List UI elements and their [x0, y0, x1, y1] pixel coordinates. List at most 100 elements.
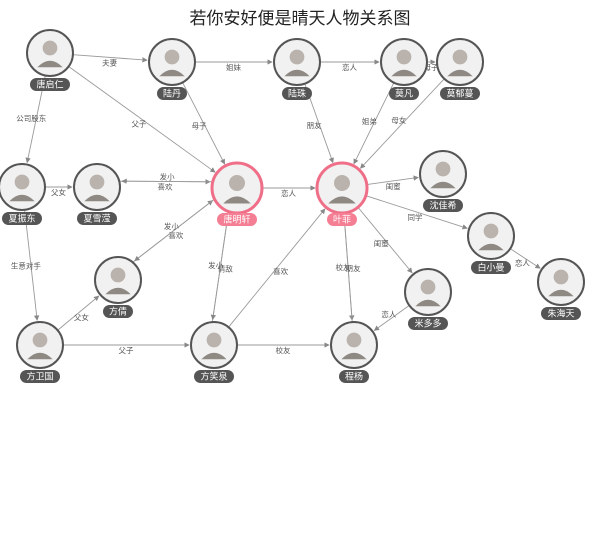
- name-badge: [77, 212, 117, 225]
- name-label: 唐明轩: [223, 214, 250, 226]
- edge-label: 同学: [407, 212, 422, 222]
- name-label: 陆丹: [163, 88, 181, 100]
- edge-label: 校友: [276, 345, 291, 355]
- node-fangxh[interactable]: 方笑泉: [190, 321, 238, 383]
- person-icon: [229, 175, 245, 191]
- node-yefei[interactable]: 叶菲: [315, 161, 369, 226]
- edge-tangmx-xiaxw: [121, 178, 213, 184]
- edge-label: 公司股东: [16, 113, 46, 123]
- person-icon: [164, 49, 180, 65]
- edge-fangwg-fangq: [57, 295, 100, 331]
- node-shen[interactable]: 沈佳希: [419, 150, 467, 212]
- node-xiaxw[interactable]: 夏雪滢: [73, 163, 121, 225]
- name-label: 莫凡: [395, 88, 413, 100]
- person-icon: [334, 175, 350, 191]
- name-label: 米多多: [414, 318, 441, 330]
- person-body-icon: [447, 69, 473, 77]
- name-badge: [423, 199, 463, 212]
- edge-label: 闺蜜: [374, 238, 389, 248]
- edge-lu-tangmx: [182, 82, 226, 165]
- person-body-icon: [391, 69, 417, 77]
- edge-xia-fangwg: [24, 209, 40, 321]
- name-label: 方倩: [109, 306, 127, 318]
- edge-label: 父女: [74, 312, 89, 322]
- edges-layer: 夫妻父子公司股东姐妹母子恋人朋友母子姐弟母女父女生意对手喜欢发小恋人闺蜜同学闺蜜…: [11, 54, 541, 355]
- edge-label: 父女: [51, 187, 66, 197]
- edge-label: 恋人: [281, 188, 296, 198]
- person-icon: [346, 332, 362, 348]
- name-badge: [471, 261, 511, 274]
- person-body-icon: [341, 352, 367, 360]
- person-body-icon: [548, 289, 574, 297]
- edge-label: 生意对手: [11, 261, 41, 271]
- node-bai[interactable]: 白小曼: [467, 212, 515, 274]
- name-badge: [103, 305, 133, 318]
- edge-tangmx-fangxh: [210, 211, 229, 321]
- person-body-icon: [415, 299, 441, 307]
- person-body-icon: [37, 60, 63, 68]
- edge-label: 发小: [208, 260, 223, 270]
- name-label: 夏振东: [8, 213, 35, 225]
- name-label: 白小曼: [477, 262, 504, 274]
- edge-cheng-yefei: [341, 214, 353, 323]
- node-mobm[interactable]: 莫郁蔓: [436, 38, 484, 100]
- edge-label: 闺蜜: [386, 181, 401, 191]
- name-badge: [194, 370, 234, 383]
- edge-yefei-shen: [366, 175, 419, 186]
- name-label: 沈佳希: [429, 200, 456, 212]
- node-mofan[interactable]: 莫凡: [380, 38, 428, 100]
- person-body-icon: [159, 69, 185, 77]
- edge-label: 母子: [424, 63, 439, 72]
- name-badge: [327, 213, 357, 226]
- name-label: 莫郁蔓: [446, 88, 473, 100]
- edge-label: 喜欢: [168, 230, 183, 240]
- person-body-icon: [84, 194, 110, 202]
- person-body-icon: [9, 194, 35, 202]
- person-icon: [206, 332, 222, 348]
- edge-mobm-yefei: [359, 78, 445, 169]
- node-xia[interactable]: 夏振东: [0, 163, 46, 225]
- person-body-icon: [430, 181, 456, 189]
- edge-label: 母女: [391, 115, 406, 125]
- edge-yefei-mi: [357, 206, 413, 274]
- node-tang[interactable]: 唐启仁: [26, 29, 74, 91]
- edge-label: 校友: [336, 262, 351, 272]
- edge-mofan-yefei: [353, 82, 395, 165]
- node-cheng[interactable]: 程杨: [330, 321, 378, 383]
- person-body-icon: [478, 243, 504, 251]
- edge-label: 夫妻: [102, 57, 117, 67]
- person-icon: [483, 223, 499, 239]
- edge-label: 恋人: [381, 309, 396, 319]
- edge-label: 姐弟: [362, 116, 377, 126]
- edge-label: 姐妹: [226, 62, 241, 72]
- name-label: 方卫国: [26, 371, 53, 383]
- node-lu[interactable]: 陆丹: [148, 38, 196, 100]
- person-icon: [42, 40, 58, 56]
- edge-tang-tangmx: [68, 66, 216, 173]
- edge-label: 恋人: [515, 258, 530, 268]
- name-label: 方笑泉: [200, 371, 227, 383]
- person-icon: [420, 279, 436, 295]
- edge-bai-zhu: [509, 248, 541, 269]
- name-badge: [408, 317, 448, 330]
- edge-label: 情敌: [218, 263, 233, 273]
- name-label: 唐启仁: [36, 79, 63, 91]
- node-fangq[interactable]: 方倩: [94, 256, 142, 318]
- name-label: 朱海天: [547, 308, 574, 320]
- node-mi[interactable]: 米多多: [404, 268, 452, 330]
- edge-label: 朋友: [307, 120, 322, 130]
- node-fangwg[interactable]: 方卫国: [16, 321, 64, 383]
- name-label: 夏雪滢: [83, 214, 110, 225]
- name-badge: [157, 87, 187, 100]
- edge-label: 恋人: [342, 62, 357, 72]
- node-luzhu[interactable]: 陆珠: [273, 38, 321, 100]
- name-label: 陆珠: [288, 88, 306, 100]
- diagram-title: 若你安好便是晴天人物关系图: [189, 9, 411, 29]
- person-icon: [14, 174, 30, 190]
- node-zhu[interactable]: 朱海天: [537, 258, 585, 320]
- name-badge: [20, 370, 60, 383]
- person-body-icon: [284, 69, 310, 77]
- person-icon: [32, 332, 48, 348]
- node-tangmx[interactable]: 唐明轩: [210, 161, 264, 226]
